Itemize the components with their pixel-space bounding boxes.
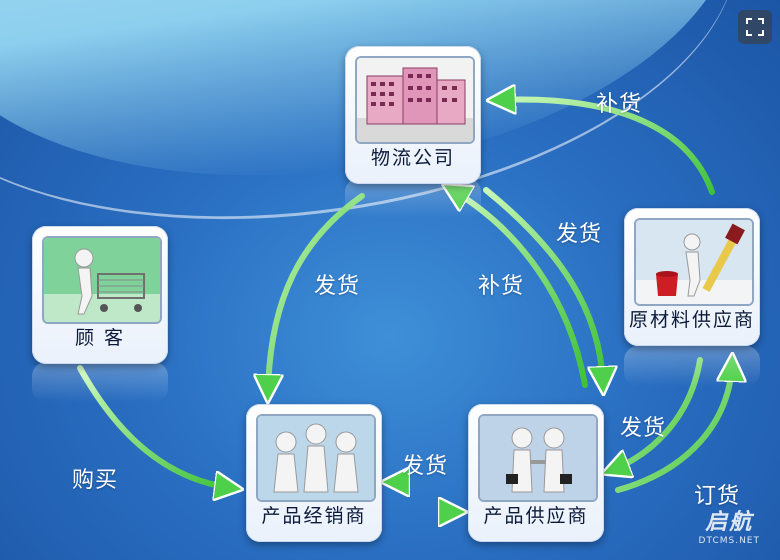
node-supplier[interactable]: 产品供应商 xyxy=(468,404,604,542)
node-customer[interactable]: 顾 客 xyxy=(32,226,168,364)
arrow-customer-to-distributor xyxy=(77,365,232,488)
shopping-cart-image xyxy=(42,236,162,324)
edge-label-supplier-to-distributor: 发货 xyxy=(402,454,449,479)
edge-label-customer-to-distributor: 购买 xyxy=(72,468,119,493)
watermark-brand: 启航 xyxy=(705,510,754,535)
node-distributor[interactable]: 产品经销商 xyxy=(246,404,382,542)
arrow-raw-to-supplier xyxy=(612,357,703,470)
node-raw-material-label: 原材料供应商 xyxy=(628,309,755,331)
edge-label-logistics-to-distributor: 发货 xyxy=(314,274,361,299)
edge-label-raw-to-logistics: 补货 xyxy=(596,92,643,117)
watermark: 启航 DTCMS.NET xyxy=(699,504,760,546)
edge-label-logistics-to-supplier: 发货 xyxy=(556,222,603,247)
team-figures-image xyxy=(256,414,376,502)
edge-label-raw-to-supplier: 发货 xyxy=(620,416,667,441)
node-distributor-label: 产品经销商 xyxy=(261,505,367,527)
edge-label-supplier-to-logistics: 补货 xyxy=(478,274,525,299)
arrow-logistics-to-distributor xyxy=(268,193,365,392)
watermark-site: DTCMS.NET xyxy=(698,536,760,546)
expand-button[interactable] xyxy=(738,10,772,44)
arrow-raw-to-logistics xyxy=(498,100,715,195)
building-image xyxy=(355,56,475,144)
reflection-raw-material xyxy=(624,346,760,386)
node-logistics-label: 物流公司 xyxy=(370,147,455,169)
handshake-image xyxy=(478,414,598,502)
paint-brush-image xyxy=(634,218,754,306)
node-raw-material[interactable]: 原材料供应商 xyxy=(624,208,760,346)
node-supplier-label: 产品供应商 xyxy=(483,505,589,527)
arrow-supplier-to-raw xyxy=(615,364,732,493)
arrow-supplier-to-logistics xyxy=(452,190,588,388)
arrow-logistics-to-supplier xyxy=(483,187,603,384)
node-logistics[interactable]: 物流公司 xyxy=(345,46,481,184)
edge-label-supplier-to-raw: 订货 xyxy=(694,484,741,509)
expand-icon xyxy=(746,18,764,36)
reflection-customer xyxy=(32,362,168,402)
reflection-logistics xyxy=(345,178,481,218)
node-customer-label: 顾 客 xyxy=(74,327,126,349)
